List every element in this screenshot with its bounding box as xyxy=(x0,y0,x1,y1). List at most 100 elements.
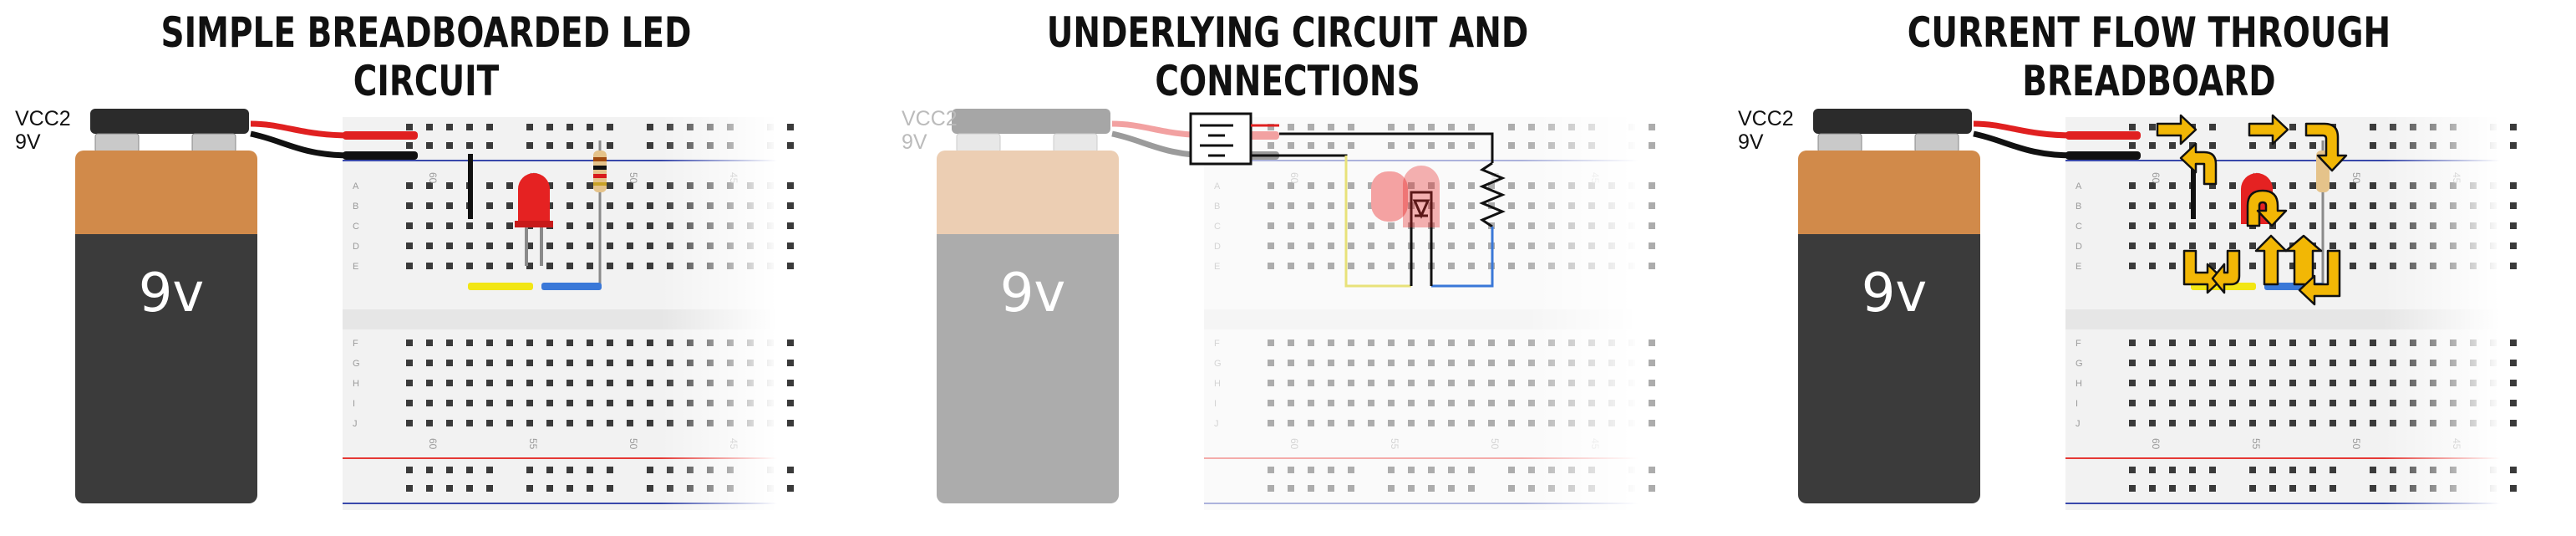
breadboard-hole xyxy=(466,142,473,149)
breadboard-hole xyxy=(1268,124,1274,130)
row-letter: I xyxy=(2076,399,2078,409)
breadboard-hole xyxy=(1649,420,1655,426)
breadboard-hole xyxy=(1448,142,1455,149)
breadboard-hole xyxy=(506,339,513,346)
breadboard-hole xyxy=(1268,420,1274,426)
breadboard-hole xyxy=(506,380,513,386)
breadboard-hole xyxy=(787,360,794,366)
breadboard-hole xyxy=(426,124,433,130)
breadboard-hole xyxy=(406,222,413,229)
breadboard-hole xyxy=(2209,400,2216,406)
breadboard-hole xyxy=(2350,339,2356,346)
breadboard-hole xyxy=(627,380,633,386)
battery xyxy=(75,109,257,503)
breadboard-hole xyxy=(2209,420,2216,426)
breadboard-hole xyxy=(1288,380,1294,386)
breadboard-hole xyxy=(787,202,794,209)
breadboard-hole xyxy=(486,202,493,209)
breadboard-hole xyxy=(486,467,493,473)
breadboard-hole xyxy=(2289,124,2296,130)
breadboard-hole xyxy=(2249,485,2256,492)
breadboard-hole xyxy=(1649,222,1655,229)
breadboard-hole xyxy=(627,263,633,269)
breadboard-hole xyxy=(446,420,453,426)
breadboard-hole xyxy=(2169,142,2176,149)
breadboard-hole xyxy=(1649,242,1655,249)
breadboard-hole xyxy=(526,124,533,130)
breadboard-hole xyxy=(2330,467,2336,473)
supply-voltage: 9V xyxy=(15,130,41,154)
breadboard-hole xyxy=(607,400,613,406)
breadboard-hole xyxy=(506,242,513,249)
breadboard-hole xyxy=(1468,380,1475,386)
breadboard-hole xyxy=(486,420,493,426)
row-letter: G xyxy=(353,359,360,369)
supply-voltage: 9V xyxy=(1738,130,1764,154)
breadboard-hole xyxy=(1328,420,1334,426)
column-number: 55 xyxy=(1389,172,1400,184)
breadboard-hole xyxy=(426,380,433,386)
breadboard-hole xyxy=(1508,400,1515,406)
breadboard-hole xyxy=(526,339,533,346)
breadboard-hole xyxy=(2350,263,2356,269)
breadboard-hole xyxy=(526,467,533,473)
breadboard-hole xyxy=(426,182,433,189)
breadboard-hole xyxy=(567,242,573,249)
breadboard-hole xyxy=(2330,360,2336,366)
breadboard-hole xyxy=(1649,360,1655,366)
breadboard-hole xyxy=(2510,485,2517,492)
breadboard-hole xyxy=(2149,242,2156,249)
breadboard-hole xyxy=(1308,124,1314,130)
breadboard-hole xyxy=(2370,124,2376,130)
breadboard-hole xyxy=(1408,420,1415,426)
supply-name: VCC2 xyxy=(902,107,958,130)
breadboard-hole xyxy=(567,360,573,366)
breadboard-hole xyxy=(2330,242,2336,249)
breadboard-hole xyxy=(2189,467,2196,473)
breadboard-hole xyxy=(787,380,794,386)
breadboard-hole xyxy=(587,420,593,426)
column-number: 50 xyxy=(2350,172,2362,184)
breadboard-hole xyxy=(2289,485,2296,492)
breadboard-hole xyxy=(1388,420,1395,426)
breadboard-hole xyxy=(426,222,433,229)
breadboard-hole xyxy=(526,360,533,366)
breadboard: ABCDEFGHIJ6060555550504545 xyxy=(343,117,794,510)
breadboard-hole xyxy=(546,360,553,366)
breadboard-hole xyxy=(2510,467,2517,473)
breadboard-hole xyxy=(787,467,794,473)
breadboard-hole xyxy=(1408,400,1415,406)
breadboard-hole xyxy=(2209,222,2216,229)
breadboard-hole xyxy=(2129,242,2136,249)
breadboard-hole xyxy=(607,202,613,209)
breadboard-hole xyxy=(1288,400,1294,406)
breadboard-hole xyxy=(1348,400,1354,406)
breadboard-hole xyxy=(486,360,493,366)
breadboard-hole xyxy=(486,400,493,406)
breadboard-hole xyxy=(1508,420,1515,426)
breadboard-hole xyxy=(406,400,413,406)
breadboard-hole xyxy=(486,242,493,249)
breadboard-hole xyxy=(587,222,593,229)
breadboard-hole xyxy=(2309,400,2316,406)
breadboard-hole xyxy=(2289,400,2296,406)
breadboard-hole xyxy=(567,467,573,473)
breadboard-hole xyxy=(506,202,513,209)
breadboard-hole xyxy=(2510,263,2517,269)
breadboard-hole xyxy=(1508,380,1515,386)
column-number: 50 xyxy=(1489,438,1501,450)
row-letter: D xyxy=(2076,242,2082,252)
row-letter: E xyxy=(1214,262,1220,272)
breadboard-hole xyxy=(2309,420,2316,426)
breadboard-hole xyxy=(1468,263,1475,269)
breadboard-hole xyxy=(2289,222,2296,229)
breadboard-hole xyxy=(2149,124,2156,130)
breadboard-hole xyxy=(2309,142,2316,149)
breadboard-hole xyxy=(526,142,533,149)
breadboard-hole xyxy=(2289,339,2296,346)
breadboard-hole xyxy=(2169,360,2176,366)
breadboard-hole xyxy=(1308,339,1314,346)
breadboard-hole xyxy=(486,263,493,269)
breadboard-hole xyxy=(1448,420,1455,426)
breadboard-hole xyxy=(2169,202,2176,209)
